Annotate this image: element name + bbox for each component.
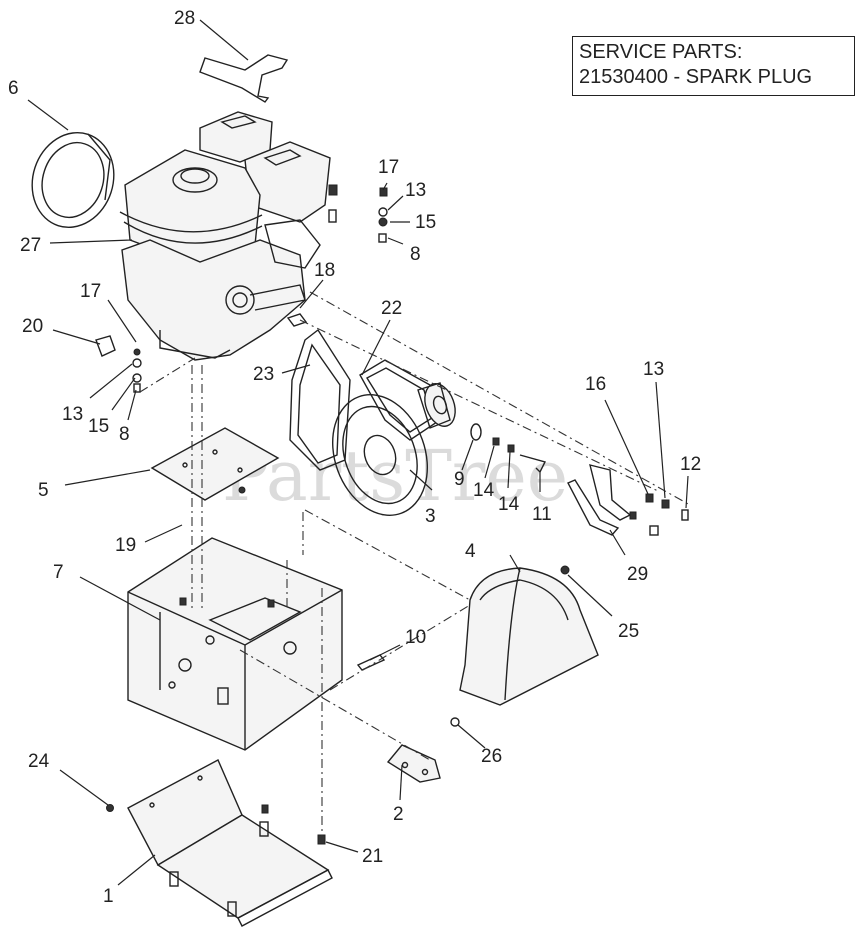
callout-17b: 17 — [80, 281, 101, 302]
callout-25: 25 — [618, 621, 639, 642]
service-parts-title: SERVICE PARTS: — [579, 41, 743, 63]
service-parts-spark-plug: 21530400 - SPARK PLUG — [579, 66, 813, 88]
callout-10: 10 — [405, 627, 426, 648]
callout-4: 4 — [465, 541, 476, 562]
callout-24: 24 — [28, 751, 50, 772]
hardware-right — [470, 423, 689, 536]
callout-7: 7 — [53, 562, 64, 583]
part-1-skid-plate — [106, 759, 333, 927]
callout-8b: 8 — [119, 424, 130, 445]
callout-6: 6 — [8, 78, 19, 99]
part-27-engine — [119, 111, 338, 361]
part-10-fastener — [356, 654, 386, 671]
callout-9: 9 — [454, 469, 465, 490]
part-3-pulley — [331, 382, 456, 516]
callout-15a: 15 — [415, 212, 436, 233]
part-6-ring — [31, 132, 115, 228]
callout-28: 28 — [174, 8, 195, 29]
callout-13a: 13 — [405, 180, 426, 201]
callout-20: 20 — [22, 316, 43, 337]
part-4-belt-cover — [450, 565, 599, 727]
part-5-plate — [150, 427, 280, 501]
callout-29: 29 — [627, 564, 648, 585]
callout-16: 16 — [585, 374, 606, 395]
callout-27: 27 — [20, 235, 41, 256]
part-28-bracket — [199, 54, 289, 103]
callout-3: 3 — [425, 506, 436, 527]
callout-labels: 28 6 27 17 13 15 8 18 22 23 17 20 13 15 … — [8, 8, 701, 907]
hardware-left — [95, 335, 142, 393]
callout-21: 21 — [362, 846, 383, 867]
callout-2: 2 — [393, 804, 404, 825]
callout-1: 1 — [103, 886, 114, 907]
callout-14b: 14 — [498, 494, 520, 515]
callout-5: 5 — [38, 480, 49, 501]
part-2-bracket — [386, 744, 441, 783]
service-parts-box: SERVICE PARTS: 21530400 - SPARK PLUG — [572, 36, 855, 96]
callout-19: 19 — [115, 535, 136, 556]
callout-8a: 8 — [410, 244, 421, 265]
callout-12: 12 — [680, 454, 701, 475]
callout-22: 22 — [381, 298, 402, 319]
callout-23: 23 — [253, 364, 274, 385]
part-23-belt — [289, 328, 351, 471]
assembly-lines — [139, 291, 691, 840]
callout-17a: 17 — [378, 157, 399, 178]
callout-13c: 13 — [643, 359, 664, 380]
callout-13b: 13 — [62, 404, 83, 425]
callout-26: 26 — [481, 746, 502, 767]
callout-14a: 14 — [473, 480, 495, 501]
callout-15b: 15 — [88, 416, 109, 437]
part-7-frame — [127, 537, 343, 751]
callout-18: 18 — [314, 260, 335, 281]
callout-11: 11 — [532, 504, 552, 525]
leader-lines — [27, 19, 689, 886]
